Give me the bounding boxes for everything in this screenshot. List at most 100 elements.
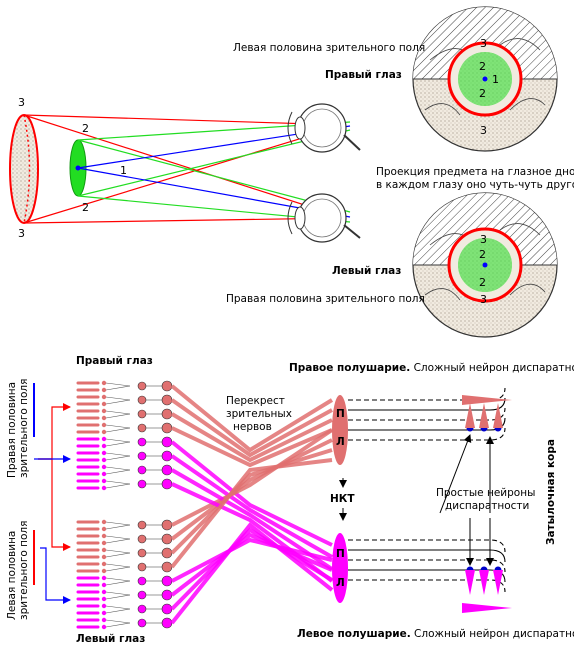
left-eye-bipolar (101, 610, 107, 616)
left-eye-synapse (105, 538, 131, 544)
right-eye-synapse (105, 483, 131, 489)
left-eyeball (287, 193, 361, 243)
fundus-l-2a: 2 (479, 248, 486, 261)
lgn-left: П Л (332, 533, 348, 603)
left-eye-ganglion-a (137, 520, 147, 530)
right-eye-ganglion-a (137, 395, 147, 405)
right-radiation (348, 427, 506, 441)
right-eye-ganglion-b (161, 450, 173, 462)
top-right-field-label: Правая половина зрительного поля (226, 293, 425, 305)
fiber-left-ipsi (170, 522, 334, 625)
chiasm-label-2: зрительных (226, 408, 292, 420)
left-eye-bipolar (101, 526, 107, 532)
right-hemisphere-bold: Правое полушарие. (289, 362, 410, 374)
field-brackets (33, 383, 71, 604)
right-eye-ganglion-b (161, 394, 173, 406)
right-eye-synapse (105, 455, 131, 461)
fiber-right-cross (171, 482, 334, 583)
label-1: 1 (120, 164, 127, 177)
right-eye-ganglion-a (137, 409, 147, 419)
left-hemisphere-label: Левое полушарие. Сложный нейрон диспарат… (297, 628, 574, 640)
left-eye-ganglion-b (161, 519, 173, 531)
right-field-rot-1: Правая половина (6, 382, 18, 478)
fundus-l-3a: 3 (480, 233, 487, 246)
left-eye-synapse (105, 577, 131, 582)
right-eye-ganglion-a (137, 465, 147, 475)
right-eye-synapse (105, 427, 131, 433)
left-eye-bipolar (101, 540, 107, 546)
lgn-left-p: П (336, 548, 345, 560)
left-eye-bipolar (101, 603, 107, 609)
chiasm-label-1: Перекрест (226, 395, 285, 407)
right-eye-synapse (105, 399, 131, 405)
left-fundus: 3 2 2 3 (412, 192, 558, 338)
projection-label-1: Проекция предмета на глазное дно: (376, 166, 574, 178)
right-eye-bipolar (101, 408, 107, 414)
left-eye-ganglion-b (161, 547, 173, 559)
left-eye-bipolar (101, 624, 107, 630)
left-pyramid (493, 570, 503, 595)
right-eye-synapse (105, 452, 131, 457)
right-complex-neuron (462, 395, 512, 405)
right-hemisphere-label: Правое полушарие. Сложный нейрон диспара… (289, 362, 574, 374)
left-eye-bipolar (101, 547, 107, 553)
right-eye-bipolar (101, 450, 107, 456)
right-eye-bipolar (101, 387, 107, 393)
right-eye-synapse (105, 410, 131, 415)
left-eye-synapse (105, 594, 131, 600)
left-eye-ganglion-b (161, 603, 173, 615)
fiber-right-ipsi (171, 426, 333, 468)
fiber-left-ipsi (170, 527, 334, 611)
top-left-field-label: Левая половина зрительного поля (233, 42, 425, 54)
left-eye-bipolar (101, 568, 107, 574)
right-eye-bipolar (101, 436, 107, 442)
right-eye-bipolar (101, 401, 107, 407)
left-eye-synapse (105, 535, 131, 540)
right-eye-bipolar (101, 380, 107, 386)
left-eye-ganglion-b (161, 617, 173, 629)
fundus-r-3b: 3 (480, 124, 487, 137)
right-fundus: 3 2 1 2 3 (412, 6, 558, 152)
left-field-rot-1: Левая половина (6, 531, 18, 620)
left-radiation (348, 559, 506, 573)
fiber-left-cross (171, 428, 334, 527)
right-eye-synapse (105, 441, 131, 447)
right-eye-synapse (105, 466, 131, 471)
left-eye-synapse (105, 580, 131, 586)
fiber-right-ipsi (170, 384, 334, 453)
lgn-right: П Л (332, 395, 348, 465)
right-eye-bipolar (101, 464, 107, 470)
right-pyramid (479, 403, 489, 428)
left-eye-synapse (105, 521, 131, 526)
visual-field-object (9, 114, 87, 224)
fundus-l-2b: 2 (479, 276, 486, 289)
right-field-rot-2: зрительного поля (18, 379, 30, 478)
fundus-r-2b: 2 (479, 87, 486, 100)
right-eye-synapse (105, 438, 131, 443)
right-eye-ganglion-b (161, 478, 173, 490)
left-pyramid (479, 570, 489, 595)
left-eye-ganglion-a (137, 576, 147, 586)
fiber-left-cross (170, 448, 333, 555)
right-eye-ganglion-a (137, 423, 147, 433)
right-eye-bipolar (101, 457, 107, 463)
right-eye-ganglion-b (161, 464, 173, 476)
left-eye-bipolar (101, 582, 107, 588)
right-eye-synapse (105, 480, 131, 485)
left-eye-ganglion-b (161, 589, 173, 601)
right-eye-ganglion-a (137, 479, 147, 489)
right-eye-ganglion-b (161, 408, 173, 420)
fundus-r-2a: 2 (479, 60, 486, 73)
label-3-bottom: 3 (18, 227, 25, 240)
right-eye-synapse (105, 396, 131, 401)
left-eye-synapse (105, 622, 131, 628)
fiber-right-ipsi (170, 398, 333, 458)
left-eye-bipolar (101, 533, 107, 539)
left-eye-synapse (105, 591, 131, 596)
retina-receptors (76, 380, 173, 630)
fundus-r-1: 1 (492, 73, 499, 86)
simple-neurons-label-2: диспаратности (445, 500, 529, 512)
left-eye-bipolar (101, 617, 107, 623)
right-pyramid (493, 403, 503, 428)
left-eye-bipolar (101, 561, 107, 567)
